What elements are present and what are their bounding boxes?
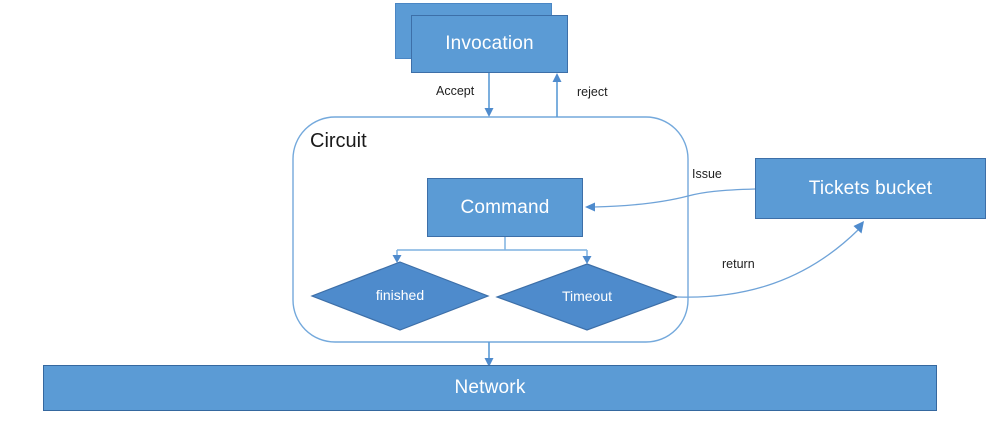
issue-arrowhead [585, 202, 595, 212]
accept-arrowhead [484, 108, 494, 117]
return-connector [677, 229, 859, 298]
finished-label: finished [375, 287, 425, 303]
issue-edge-label: Issue [692, 167, 722, 181]
reject-edge-label: reject [577, 85, 608, 99]
command-branch-connector [396, 237, 588, 257]
command-to-finished-arrowhead [392, 255, 402, 263]
issue-connector [593, 188, 756, 208]
finished-diamond [310, 261, 490, 331]
command-node: Command [427, 178, 583, 237]
network-node: Network [43, 365, 937, 411]
network-label: Network [454, 377, 526, 398]
return-arrowhead [853, 221, 864, 234]
invocation-label: Invocation [445, 33, 534, 54]
invocation-node: Invocation [411, 15, 568, 73]
return-edge-label: return [722, 257, 755, 271]
command-label: Command [460, 196, 550, 218]
circuit-label: Circuit [310, 130, 367, 152]
circuit-to-network-arrowhead [484, 358, 494, 367]
timeout-diamond [495, 263, 679, 331]
timeout-label: Timeout [561, 288, 613, 304]
command-to-timeout-arrowhead [582, 256, 592, 264]
tickets-bucket-node: Tickets bucket [755, 158, 986, 219]
accept-edge-label: Accept [436, 84, 475, 98]
reject-arrowhead [552, 73, 562, 82]
tickets-bucket-label: Tickets bucket [808, 177, 933, 199]
circuit-container-outline [292, 116, 689, 343]
